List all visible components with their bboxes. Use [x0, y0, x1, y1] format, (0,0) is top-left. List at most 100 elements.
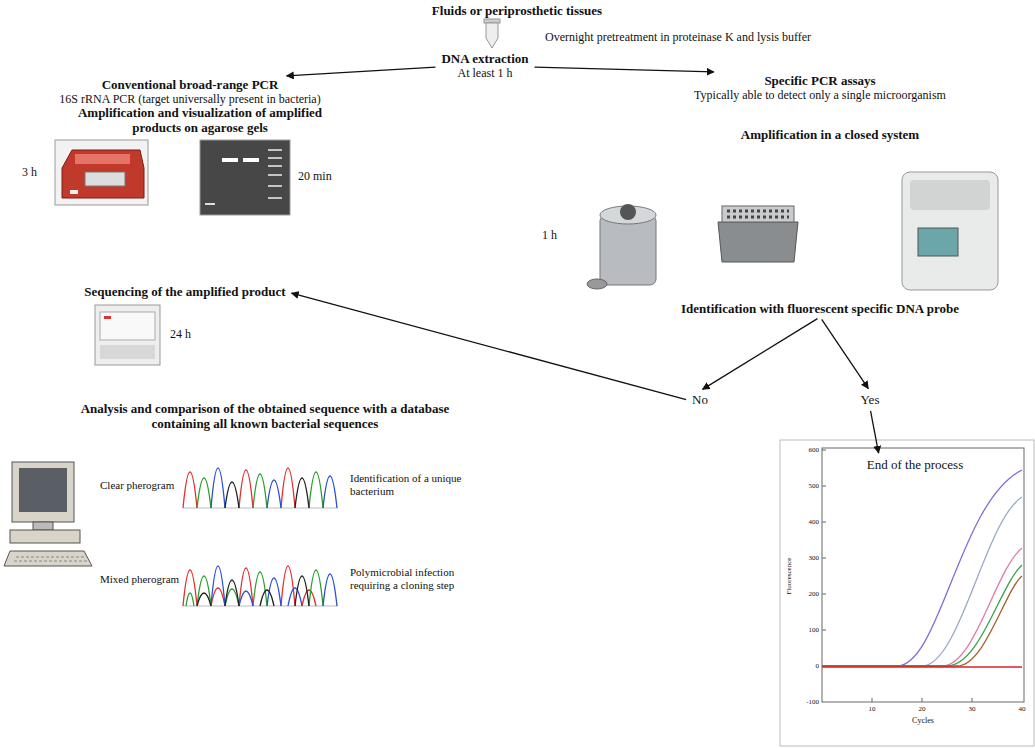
- amplification-curve: [822, 565, 1022, 666]
- keyboard-keys: [14, 557, 88, 561]
- step-node: Specific PCR assaysTypically able to det…: [691, 72, 949, 103]
- note-label: Clear pherogram: [100, 479, 174, 492]
- thermocycler-button: [70, 190, 78, 194]
- step-node: End of the process: [864, 456, 966, 473]
- note-label: Mixed pherogram: [100, 573, 179, 586]
- pherogram-baseline: [183, 508, 338, 509]
- step-heading: Specific PCR assays: [694, 73, 946, 88]
- step-note: Typically able to detect only a single m…: [694, 88, 946, 102]
- step-node: DNA extractionAt least 1 h: [438, 50, 531, 81]
- sample-carousel: [587, 279, 607, 289]
- step-heading: Amplification in a closed system: [741, 127, 919, 142]
- pherogram-peaks: [211, 566, 337, 606]
- thermocycler-screen: [85, 172, 125, 186]
- step-heading: DNA extraction: [441, 51, 528, 66]
- step-node: Amplification in a closed system: [738, 126, 922, 143]
- thermocycler-lid: [75, 154, 130, 164]
- step-node: Identification with fluorescent specific…: [678, 300, 962, 317]
- step-note: 16S rRNA PCR (target universally present…: [59, 92, 320, 106]
- step-heading: End of the process: [867, 457, 963, 472]
- threshold-line: [822, 666, 1022, 668]
- axis-label: -100: [806, 698, 819, 706]
- axis-label: Fluorescence: [785, 558, 793, 595]
- flow-arrow: [534, 67, 713, 72]
- step-heading: Yes: [861, 392, 880, 407]
- realtime-cycler-lid: [910, 180, 990, 210]
- axis-label: 500: [809, 482, 820, 490]
- pherogram-peaks: [183, 566, 316, 606]
- axis-label: 10: [869, 705, 876, 713]
- tube-wells: [727, 211, 789, 217]
- amplification-curve: [822, 497, 1022, 666]
- sample-tube: [486, 23, 498, 48]
- sequencer-drawer: [100, 345, 155, 359]
- keyboard: [4, 551, 92, 566]
- pherogram-peaks: [186, 570, 323, 606]
- pherogram-peaks: [211, 468, 337, 508]
- gel-band: [243, 158, 259, 162]
- flow-arrow: [292, 293, 687, 399]
- flow-arrow: [703, 319, 818, 390]
- axis-label: 400: [809, 518, 820, 526]
- step-node: Conventional broad-range PCR16S rRNA PCR…: [56, 76, 323, 107]
- amplification-curve: [822, 548, 1022, 666]
- gel-band: [222, 158, 238, 162]
- gel-band: [205, 203, 215, 205]
- monitor: [12, 462, 74, 522]
- monitor-stand: [33, 522, 53, 530]
- axis-label: 0: [816, 662, 820, 670]
- step-note: At least 1 h: [441, 66, 528, 80]
- pherogram-peaks: [225, 478, 309, 508]
- block-cycler: [718, 222, 798, 262]
- thermocycler: [62, 150, 144, 198]
- note-label: 1 h: [542, 229, 557, 243]
- realtime-cycler-screen: [918, 228, 958, 256]
- step-heading: Amplification and visualization of ampli…: [75, 105, 325, 135]
- agarose-gel: [200, 140, 290, 215]
- note-label: 20 min: [298, 170, 332, 184]
- step-heading: Sequencing of the amplified product: [84, 284, 285, 299]
- step-heading: Identification with fluorescent specific…: [681, 301, 959, 316]
- pherogram-peaks: [197, 472, 323, 508]
- axis-label: Cycles: [912, 716, 934, 725]
- step-node: Sequencing of the amplified product: [81, 283, 288, 300]
- sequencer-panel: [100, 312, 155, 340]
- rotary-cycler: [600, 215, 656, 285]
- pherogram-peaks: [197, 576, 309, 606]
- tube-cap: [484, 19, 500, 23]
- step-node: Yes: [858, 391, 883, 408]
- step-node: No: [689, 391, 711, 408]
- note-label: 24 h: [170, 328, 191, 342]
- note-label: Overnight pretreatment in proteinase K a…: [545, 31, 811, 45]
- axis-label: 40: [1019, 705, 1026, 713]
- note-label: 3 h: [22, 166, 37, 180]
- block-cycler-top: [722, 206, 794, 222]
- realtime-cycler: [902, 172, 998, 290]
- axis-label: 200: [809, 590, 820, 598]
- step-node: Analysis and comparison of the obtained …: [47, 400, 483, 432]
- amplification-curve: [822, 470, 1022, 666]
- photo-frame: [55, 140, 148, 205]
- sequencer-logo: [104, 316, 111, 319]
- axis-label: 300: [809, 554, 820, 562]
- amplification-curve: [822, 576, 1022, 666]
- note-label: Identification of a unique bacterium: [350, 472, 475, 497]
- step-node: Amplification and visualization of ampli…: [72, 104, 328, 136]
- flow-arrow: [871, 411, 879, 453]
- chart-panel: [780, 440, 1034, 746]
- chart-frame: [822, 448, 1024, 702]
- flow-arrow: [287, 67, 436, 76]
- step-heading: No: [692, 392, 708, 407]
- axis-label: 100: [809, 626, 820, 634]
- monitor-screen: [19, 468, 67, 512]
- axis-label: 30: [969, 705, 976, 713]
- sequencer: [95, 305, 160, 365]
- axis-label: 20: [919, 705, 926, 713]
- axis-label: 600: [809, 446, 820, 454]
- step-node: Fluids or periprosthetic tissues: [429, 2, 605, 19]
- flow-arrow: [822, 319, 869, 388]
- note-label: Polymicrobial infection requiring a clon…: [350, 566, 490, 591]
- computer-case: [10, 530, 80, 543]
- step-heading: Analysis and comparison of the obtained …: [50, 401, 480, 431]
